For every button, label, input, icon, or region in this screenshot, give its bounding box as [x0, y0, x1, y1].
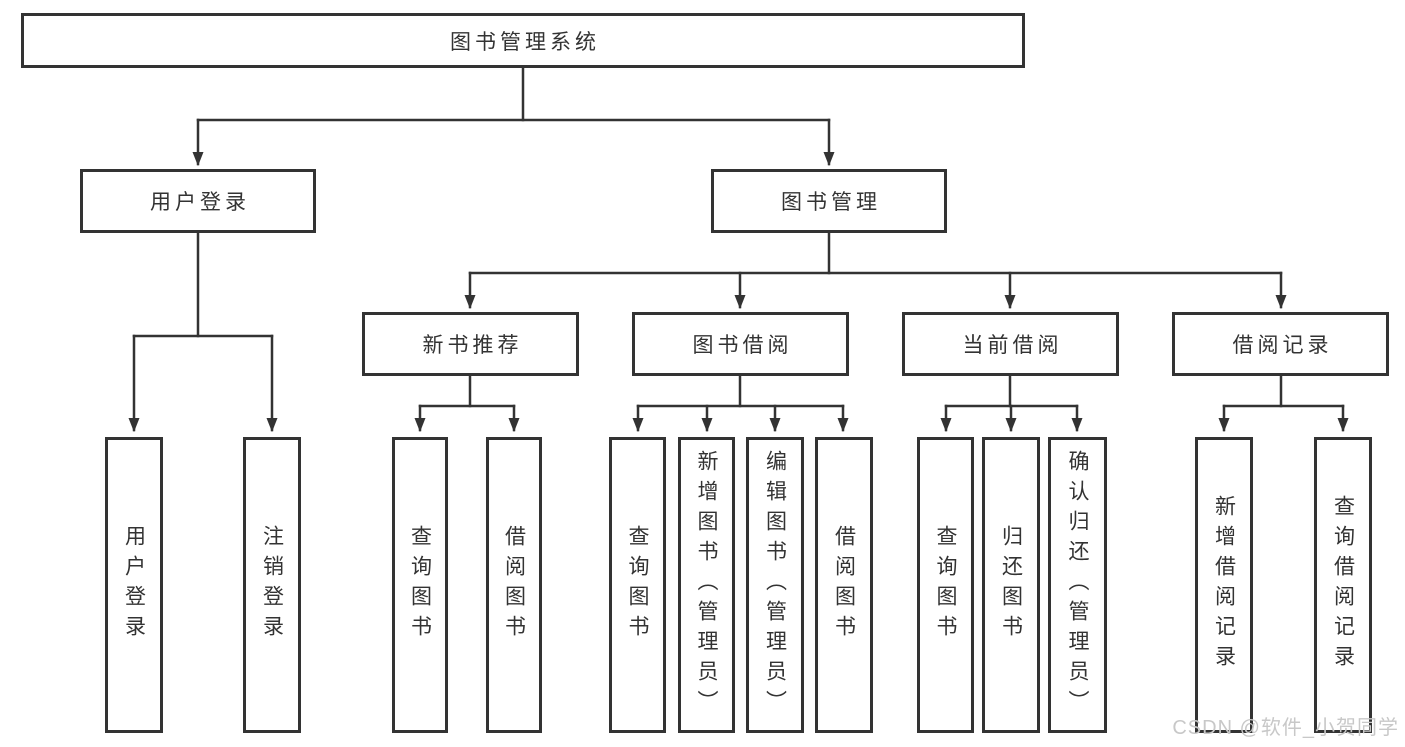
leaf-user-login: 用户登录	[105, 437, 163, 733]
leaf-current-return-books-label: 归还图书	[999, 525, 1023, 645]
leaf-rec-query-books-label: 查询图书	[408, 525, 432, 645]
connector-records-children	[1218, 374, 1349, 432]
leaf-logout: 注销登录	[243, 437, 301, 733]
leaf-borrow-edit-books-admin-label: 编辑图书（管理员）	[763, 450, 787, 720]
leaf-rec-borrow-books-label: 借阅图书	[502, 525, 526, 645]
leaf-borrow-edit-books-admin: 编辑图书（管理员）	[746, 437, 804, 733]
leaf-current-query-books: 查询图书	[917, 437, 974, 733]
leaf-current-return-books: 归还图书	[982, 437, 1040, 733]
leaf-borrow-borrow-books-label: 借阅图书	[832, 525, 856, 645]
leaf-borrow-add-books-admin-label: 新增图书（管理员）	[695, 450, 718, 720]
node-user-login-label: 用户登录	[150, 191, 250, 214]
node-book-management: 图书管理	[711, 169, 947, 233]
root-node-label: 图书管理系统	[450, 30, 600, 54]
leaf-rec-borrow-books: 借阅图书	[486, 437, 542, 733]
leaf-borrow-add-books-admin: 新增图书（管理员）	[678, 437, 735, 733]
node-borrow-records: 借阅记录	[1172, 312, 1389, 376]
leaf-records-query-borrow-record-label: 查询借阅记录	[1331, 495, 1355, 675]
leaf-borrow-query-books: 查询图书	[609, 437, 666, 733]
connector-user-login-children	[128, 231, 278, 432]
connector-book-mgmt-to-level3	[464, 231, 1287, 309]
node-library-system-root: 图书管理系统	[21, 13, 1025, 68]
node-current-borrow-label: 当前借阅	[962, 334, 1063, 357]
leaf-borrow-query-books-label: 查询图书	[626, 525, 649, 645]
csdn-watermark: CSDN @软件_小贺同学	[1172, 717, 1399, 739]
leaf-user-login-label: 用户登录	[122, 525, 146, 645]
node-book-borrow: 图书借阅	[632, 312, 849, 376]
connector-borrow-children	[632, 374, 849, 432]
leaf-current-confirm-return-admin: 确认归还（管理员）	[1048, 437, 1107, 733]
leaf-current-confirm-return-admin-label: 确认归还（管理员）	[1066, 450, 1089, 720]
node-new-book-recommend-label: 新书推荐	[422, 334, 523, 357]
connector-new-rec-children	[414, 374, 520, 432]
node-book-management-label: 图书管理	[781, 191, 881, 214]
connector-current-children	[940, 374, 1083, 432]
leaf-logout-label: 注销登录	[260, 525, 284, 645]
leaf-records-query-borrow-record: 查询借阅记录	[1314, 437, 1372, 733]
leaf-records-add-borrow-record-label: 新增借阅记录	[1212, 495, 1236, 675]
leaf-borrow-borrow-books: 借阅图书	[815, 437, 873, 733]
node-user-login: 用户登录	[80, 169, 316, 233]
leaf-records-add-borrow-record: 新增借阅记录	[1195, 437, 1253, 733]
leaf-current-query-books-label: 查询图书	[934, 525, 957, 645]
node-borrow-records-label: 借阅记录	[1232, 334, 1333, 357]
node-new-book-recommend: 新书推荐	[362, 312, 579, 376]
node-book-borrow-label: 图书借阅	[692, 334, 793, 357]
leaf-rec-query-books: 查询图书	[392, 437, 448, 733]
connector-root-to-level2	[192, 66, 835, 166]
node-current-borrow: 当前借阅	[902, 312, 1119, 376]
